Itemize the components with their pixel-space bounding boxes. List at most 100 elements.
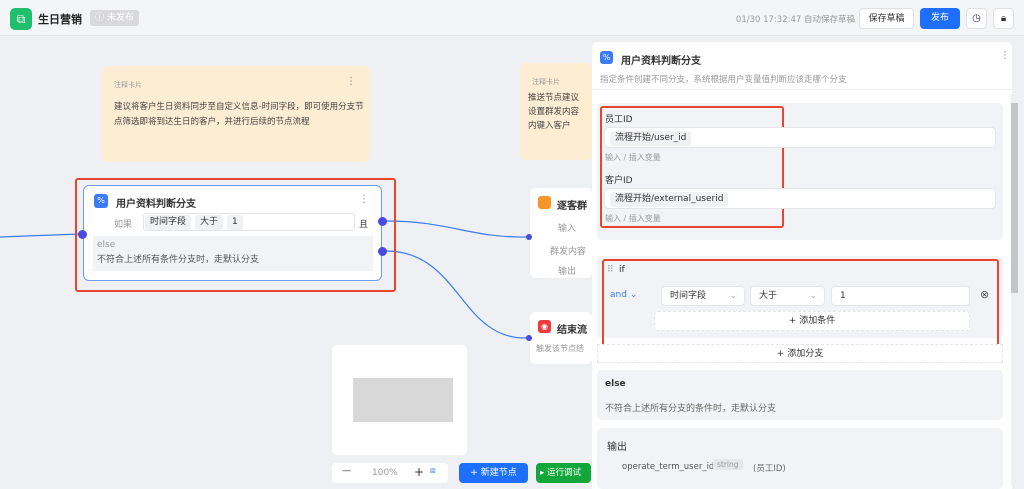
branch-icon: % <box>600 51 613 64</box>
variable-chip: 流程开始/user_id <box>610 131 692 146</box>
remove-condition-icon[interactable]: ⊗ <box>980 288 990 301</box>
value-text: 1 <box>840 291 846 301</box>
else-desc: 不符合上述所有分支的条件时，走默认分支 <box>605 404 777 414</box>
node-title: 用户资料判断分支 <box>116 199 196 210</box>
row-label: 输出 <box>557 267 576 277</box>
fit-view-icon[interactable]: ⧈ <box>430 466 436 476</box>
and-label: 且 <box>359 220 369 230</box>
zoom-in-button[interactable]: + <box>414 465 425 479</box>
operator-value: 大于 <box>759 291 778 301</box>
else-label: else <box>97 240 116 250</box>
else-block: else 不符合上述所有条件分支时，走默认分支 <box>93 236 373 271</box>
input-port[interactable] <box>526 234 532 240</box>
output-name: operate_term_user_id <box>622 462 715 472</box>
highlight-box <box>75 178 396 292</box>
value-input[interactable]: 1 <box>831 286 970 306</box>
note-label: 注释卡片 <box>532 78 560 86</box>
else-section: else 不符合上述所有分支的条件时，走默认分支 <box>597 370 1003 420</box>
row-label: 输入 <box>557 224 576 234</box>
clock-icon[interactable]: ◷ <box>966 8 987 29</box>
end-node[interactable]: ◉ 结束流 触发该节点结 <box>530 312 592 364</box>
add-branch-button[interactable]: + 添加分支 <box>597 344 1003 363</box>
publish-button[interactable]: 发布 <box>920 8 960 29</box>
logic-select[interactable]: and ⌄ <box>610 290 637 300</box>
node-title: 结束流 <box>557 325 587 336</box>
output-title: 输出 <box>607 442 627 453</box>
status-badge: ⓘ 未发布 <box>90 10 139 26</box>
node-desc: 触发该节点结 <box>536 344 584 353</box>
more-icon[interactable]: ⋮ <box>359 194 369 205</box>
divider <box>592 89 1012 90</box>
panel-title: 用户资料判断分支 <box>621 56 701 67</box>
save-draft-button[interactable]: 保存草稿 <box>859 8 914 29</box>
note-card[interactable]: 注释卡片 推送节点建议设置群发内容内键入客户 <box>520 63 592 160</box>
field-value: 时间字段 <box>670 291 707 301</box>
output-port-else[interactable] <box>378 247 387 256</box>
output-section: 输出 operate_term_user_id string (员工ID) <box>597 428 1003 489</box>
add-branch-label: 添加分支 <box>787 349 824 359</box>
if-label: if <box>619 265 625 275</box>
row-label: 群发内容 <box>549 247 586 257</box>
zoom-out-button[interactable]: — <box>342 466 351 476</box>
customer-id-input[interactable]: 流程开始/external_userid <box>604 188 996 209</box>
more-icon[interactable]: ⋮ <box>346 76 356 87</box>
app-logo-icon: ⧉ <box>10 8 32 30</box>
top-bar <box>0 0 1024 36</box>
group-send-node[interactable]: 逐客群 输入 群发内容 输出 <box>530 188 592 278</box>
condition-field: 时间字段 <box>145 215 192 230</box>
minimap[interactable] <box>332 345 467 455</box>
note-text: 建议将客户生日资料同步至自定义信息-时间字段，即可使用分支节点筛选即将到达生日的… <box>114 102 364 127</box>
condition-operator: 大于 <box>195 215 224 230</box>
status-text: 未发布 <box>106 13 134 23</box>
autosave-status: 01/30 17:32:47 自动保存草稿 <box>735 15 855 25</box>
add-condition-button[interactable]: + 添加条件 <box>654 311 970 331</box>
user-id-input[interactable]: 流程开始/user_id <box>604 127 996 148</box>
panel-desc: 指定条件创建不同分支，系统根据用户变量值判断应该走哪个分支 <box>600 75 847 85</box>
branch-icon: % <box>94 194 108 208</box>
chevron-down-icon: ⌄ <box>629 290 638 300</box>
else-label: else <box>605 379 626 389</box>
drag-handle-icon[interactable]: ⠿ <box>607 265 614 275</box>
new-node-button[interactable]: + 新建节点 <box>459 463 528 483</box>
edges <box>0 220 528 339</box>
field-label: 员工ID <box>605 115 633 125</box>
scrollbar-thumb[interactable] <box>1011 103 1018 293</box>
output-desc: (员工ID) <box>753 464 786 474</box>
edge-if <box>385 220 528 238</box>
note-label: 注释卡片 <box>114 81 142 89</box>
input-port[interactable] <box>526 335 532 341</box>
operator-select[interactable]: 大于 ⌄ <box>750 286 825 306</box>
more-icon[interactable]: ⋮ <box>1000 50 1010 61</box>
scrollbar[interactable] <box>1011 95 1018 485</box>
logic-value: and <box>610 290 627 300</box>
flow-title: 生日营销 <box>38 13 82 26</box>
variable-chip: 流程开始/external_userid <box>610 192 729 207</box>
user-group-icon <box>538 196 551 209</box>
zoom-controls: — 100% + ⧈ <box>332 463 448 483</box>
chevron-down-icon: ⌄ <box>729 291 737 301</box>
output-type: string <box>713 459 743 470</box>
run-debug-button[interactable]: ▸ 运行调试 <box>536 463 591 483</box>
if-label: 如果 <box>114 220 133 230</box>
field-select[interactable]: 时间字段 ⌄ <box>661 286 745 306</box>
zoom-level: 100% <box>372 468 398 478</box>
condition-value: 1 <box>227 215 243 230</box>
note-card[interactable]: 注释卡片 ⋮ 建议将客户生日资料同步至自定义信息-时间字段，即可使用分支节点筛选… <box>102 66 370 162</box>
field-hint: 输入 / 插入变量 <box>605 153 661 162</box>
highlight-box <box>600 106 784 228</box>
note-text: 推送节点建议设置群发内容内键入客户 <box>528 93 580 131</box>
chevron-down-icon: ⌄ <box>809 291 817 301</box>
params-section <box>597 103 1003 240</box>
field-hint: 输入 / 插入变量 <box>605 214 661 223</box>
else-desc: 不符合上述所有条件分支时，走默认分支 <box>97 255 260 265</box>
edge-else <box>385 250 528 339</box>
field-label: 客户ID <box>605 176 633 186</box>
node-title: 逐客群 <box>557 201 587 212</box>
output-port-if[interactable] <box>378 217 387 226</box>
minimap-viewport[interactable] <box>353 378 453 422</box>
lock-icon[interactable]: 🔒︎ <box>993 8 1014 29</box>
new-node-label: 新建节点 <box>480 468 517 478</box>
input-port[interactable] <box>78 230 87 239</box>
